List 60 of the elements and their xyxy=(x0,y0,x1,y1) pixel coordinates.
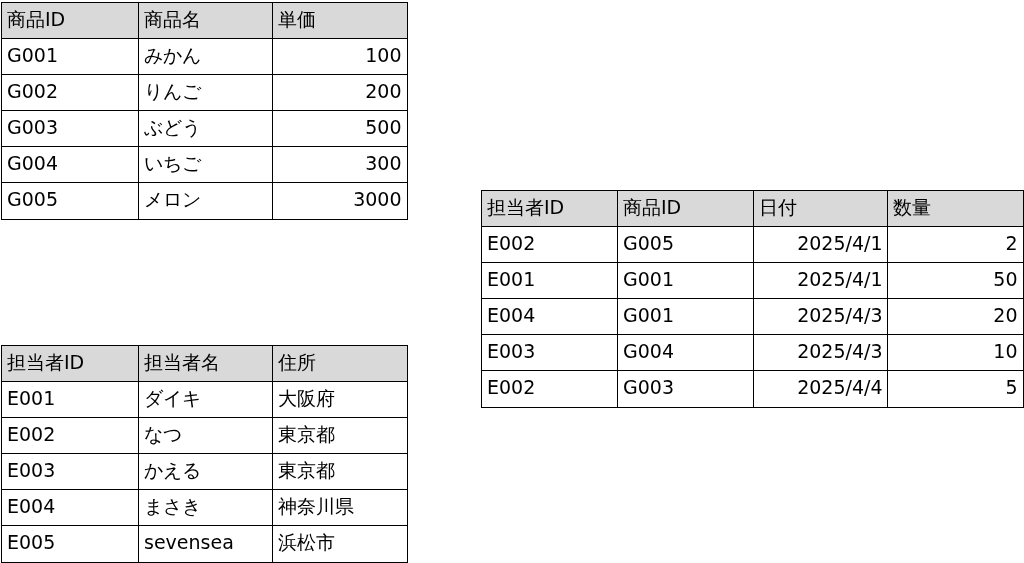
table-cell: なつ xyxy=(138,417,274,455)
table-cell: 2025/4/3 xyxy=(753,298,889,336)
table-cell: 300 xyxy=(272,146,408,184)
table-cell: 10 xyxy=(887,334,1024,372)
table-cell: E004 xyxy=(481,298,619,336)
table-cell: りんご xyxy=(138,74,274,112)
header-cell: 担当者名 xyxy=(138,345,274,383)
table-cell: E003 xyxy=(481,334,619,372)
table-cell: E001 xyxy=(481,262,619,300)
table-cell: E002 xyxy=(481,226,619,264)
table-cell: 200 xyxy=(272,74,408,112)
table-cell: E003 xyxy=(1,453,140,491)
table-cell: みかん xyxy=(138,38,274,76)
table-cell: E002 xyxy=(481,370,619,408)
header-cell: 商品ID xyxy=(617,190,755,228)
table-cell: G004 xyxy=(1,146,140,184)
table-cell: 2 xyxy=(887,226,1024,264)
table-cell: G005 xyxy=(617,226,755,264)
table-cell: E004 xyxy=(1,489,140,527)
table-cell: G001 xyxy=(617,262,755,300)
table-cell: E005 xyxy=(1,525,140,563)
table-cell: 神奈川県 xyxy=(272,489,408,527)
table-cell: G001 xyxy=(617,298,755,336)
table-cell: いちご xyxy=(138,146,274,184)
table-cell: 500 xyxy=(272,110,408,148)
table-cell: G005 xyxy=(1,182,140,220)
table-cell: 大阪府 xyxy=(272,381,408,419)
table-cell: 5 xyxy=(887,370,1024,408)
table-cell: 2025/4/1 xyxy=(753,262,889,300)
table-cell: E002 xyxy=(1,417,140,455)
header-cell: 日付 xyxy=(753,190,889,228)
header-cell: 担当者ID xyxy=(1,345,140,383)
table-cell: 東京都 xyxy=(272,453,408,491)
table-cell: 2025/4/1 xyxy=(753,226,889,264)
table-cell: まさき xyxy=(138,489,274,527)
table-cell: sevensea xyxy=(138,525,274,563)
table-cell: かえる xyxy=(138,453,274,491)
table-cell: 3000 xyxy=(272,182,408,220)
table-cell: メロン xyxy=(138,182,274,220)
table-cell: G003 xyxy=(1,110,140,148)
table-cell: 東京都 xyxy=(272,417,408,455)
table-cell: 20 xyxy=(887,298,1024,336)
table-cell: G004 xyxy=(617,334,755,372)
table-cell: G002 xyxy=(1,74,140,112)
table-cell: 100 xyxy=(272,38,408,76)
header-cell: 商品ID xyxy=(1,2,140,40)
table-cell: E001 xyxy=(1,381,140,419)
header-cell: 数量 xyxy=(887,190,1024,228)
table-cell: 2025/4/3 xyxy=(753,334,889,372)
table-cell: 2025/4/4 xyxy=(753,370,889,408)
table-cell: G003 xyxy=(617,370,755,408)
header-cell: 商品名 xyxy=(138,2,274,40)
table-cell: ぶどう xyxy=(138,110,274,148)
table-cell: 浜松市 xyxy=(272,525,408,563)
header-cell: 担当者ID xyxy=(481,190,619,228)
table-cell: G001 xyxy=(1,38,140,76)
table-cell: 50 xyxy=(887,262,1024,300)
table-cell: ダイキ xyxy=(138,381,274,419)
header-cell: 単価 xyxy=(272,2,408,40)
header-cell: 住所 xyxy=(272,345,408,383)
